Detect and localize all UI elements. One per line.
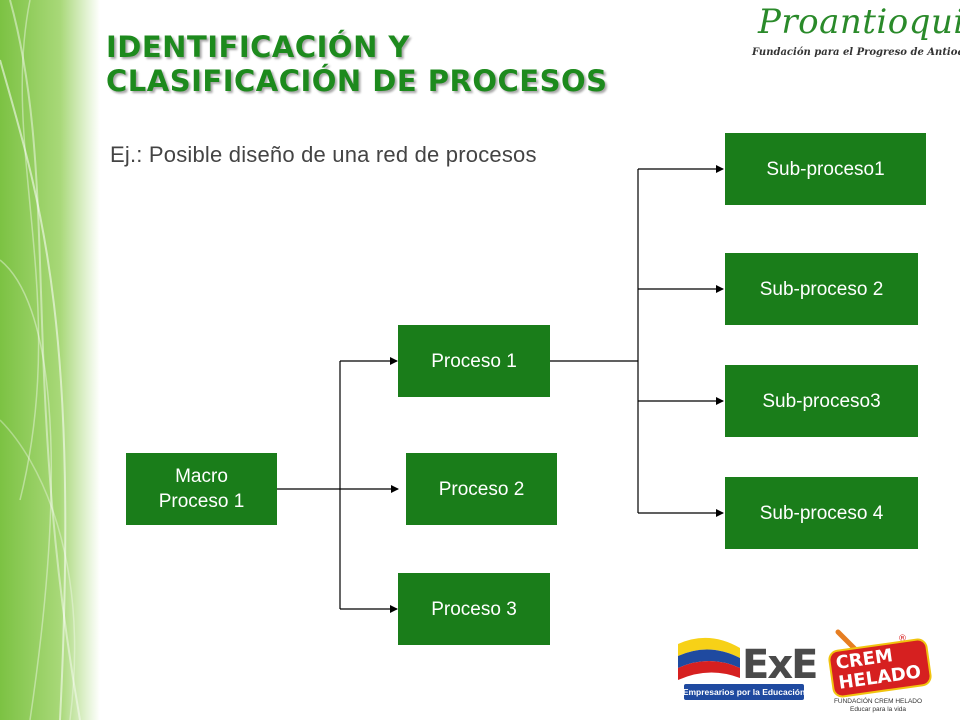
crem-helado-caption-2: Educar para la vida [849, 706, 906, 713]
node-sub-proceso-3: Sub-proceso3 [725, 365, 918, 437]
node-sub-proceso-4-label: Sub-proceso 4 [759, 502, 884, 524]
node-proceso-3-label: Proceso 3 [431, 598, 517, 620]
node-sub-proceso-3-label: Sub-proceso3 [762, 390, 881, 412]
node-sub-proceso-4: Sub-proceso 4 [725, 477, 918, 549]
proantioquia-logo-name: Proantioquia [758, 2, 960, 42]
proantioquia-logo-tagline: Fundación para el Progreso de Antioquia [752, 47, 960, 58]
node-proceso-1: Proceso 1 [398, 325, 550, 397]
slide-title-line-2: CLASIFICACIÓN DE PROCESOS [106, 64, 608, 98]
node-sub-proceso-2: Sub-proceso 2 [725, 253, 918, 325]
crem-helado-logo: ® CREM HELADO FUNDACIÓN CREM HELADO Educ… [826, 628, 933, 718]
node-sub-proceso-2-label: Sub-proceso 2 [759, 278, 884, 300]
diagram-subtitle: Ej.: Posible diseño de una red de proces… [110, 142, 537, 167]
crem-helado-caption-1: FUNDACIÓN CREM HELADO [833, 698, 923, 705]
node-proceso-2-label: Proceso 2 [438, 478, 525, 500]
node-sub-proceso-1: Sub-proceso1 [725, 133, 926, 205]
node-proceso-3: Proceso 3 [398, 573, 550, 645]
colombia-flag-icon [678, 637, 740, 680]
proantioquia-logo: Proantioquia Fundación para el Progreso … [740, 2, 960, 66]
node-proceso-2: Proceso 2 [406, 453, 557, 525]
registered-mark-icon: ® [898, 634, 907, 644]
node-macro-proceso-1: Macro Proceso 1 [126, 453, 277, 525]
node-macro-proceso-1-label: Macro Proceso 1 [158, 466, 245, 512]
crem-helado-logo-caption: FUNDACIÓN CREM HELADO Educar para la vid… [826, 698, 930, 714]
exe-logo-banner: Empresarios por la Educación [683, 684, 805, 700]
slide-title: IDENTIFICACIÓN Y CLASIFICACIÓN DE PROCES… [106, 30, 608, 98]
node-sub-proceso-1-label: Sub-proceso1 [766, 158, 885, 180]
slide-title-line-1: IDENTIFICACIÓN Y [106, 30, 410, 64]
decorative-left-band [0, 0, 100, 720]
exe-logo: ExE Empresarios por la Educación [672, 632, 818, 714]
node-proceso-1-label: Proceso 1 [431, 350, 517, 372]
exe-logo-mark: ExE [742, 642, 818, 688]
